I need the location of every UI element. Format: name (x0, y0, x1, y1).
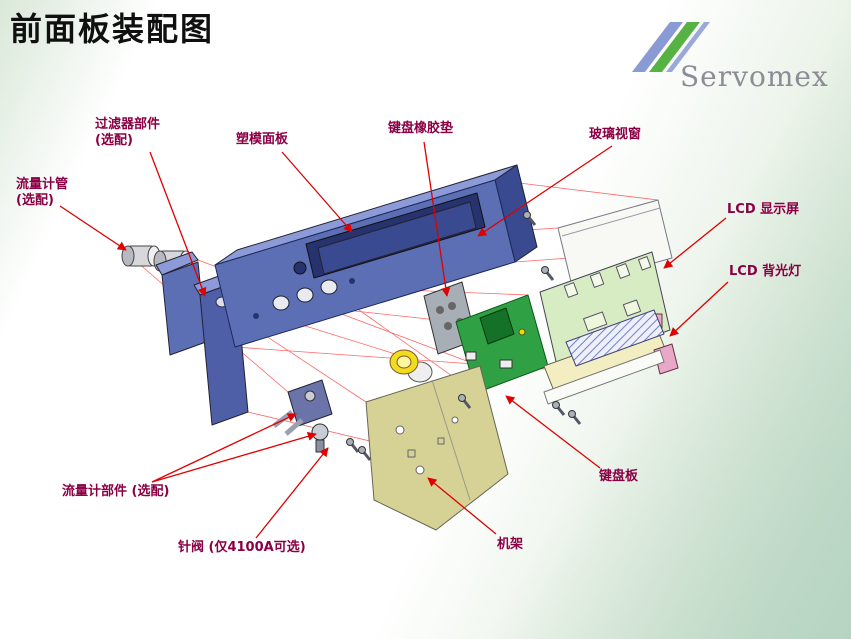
molded-panel-shape (214, 164, 538, 348)
label-flow-assembly: 流量计部件 (选配) (62, 484, 170, 499)
chassis-shape (365, 365, 509, 531)
flowmeter-assembly-shape (272, 379, 333, 436)
brand-name: Servomex (680, 60, 829, 93)
page-title: 前面板装配图 (10, 10, 215, 48)
needle-valve-shape (311, 423, 329, 453)
leader-lines (59, 141, 729, 539)
label-flow-tube: 流量计管 (选配) (16, 177, 69, 209)
logo-stripe-blue (632, 22, 683, 72)
logo-stripe-green (649, 22, 700, 72)
screws-shape (346, 211, 582, 461)
label-filter-assembly: 过滤器部件 (选配) (95, 117, 161, 149)
label-keyboard-board: 键盘板 (599, 469, 639, 484)
label-molded-panel: 塑模面板 (236, 132, 289, 147)
backlight-shape (543, 309, 679, 405)
label-glass-window: 玻璃视窗 (589, 127, 642, 142)
label-lcd-backlight: LCD 背光灯 (729, 264, 802, 279)
cylindrical-component-shape (389, 349, 433, 383)
label-chassis: 机架 (497, 537, 524, 552)
logo-stripe-blue-2 (666, 22, 710, 72)
label-needle-valve: 针阀 (仅4100A可选) (178, 540, 306, 555)
label-keypad-rubber: 键盘橡胶垫 (388, 121, 454, 136)
label-lcd-display: LCD 显示屏 (727, 202, 800, 217)
servomex-logo: Servomex (632, 22, 829, 93)
